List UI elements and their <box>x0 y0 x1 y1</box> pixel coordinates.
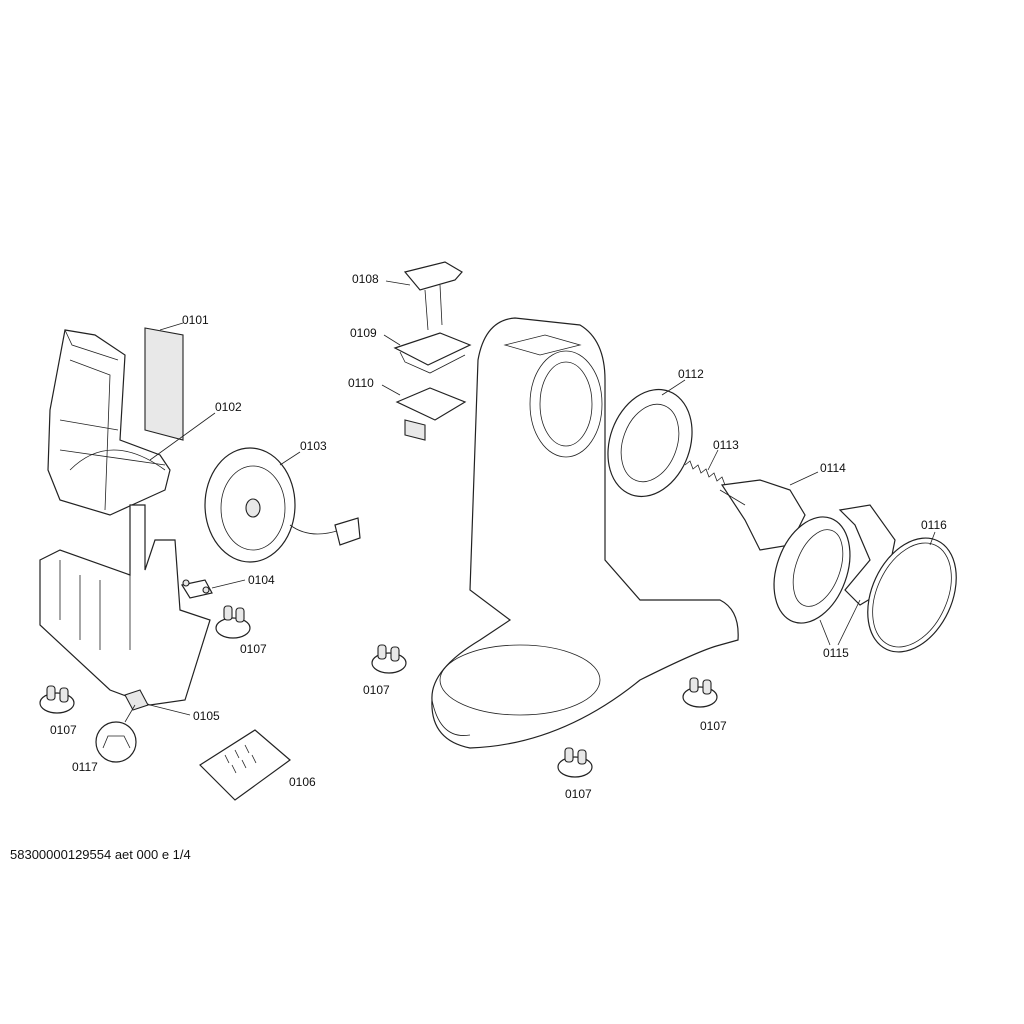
label-0116: 0116 <box>921 518 947 532</box>
part-0104-bracket <box>181 579 246 599</box>
part-0107-foot <box>371 644 407 674</box>
part-0110-switch <box>381 384 467 441</box>
part-main-stand <box>431 317 739 749</box>
part-0107-foot <box>39 685 75 714</box>
label-0105: 0105 <box>193 709 220 723</box>
drawing-reference-footer: 58300000129554 aet 000 e 1/4 <box>10 847 191 862</box>
part-0109-cover <box>383 332 472 374</box>
label-0101: 0101 <box>182 313 209 327</box>
label-0102: 0102 <box>215 400 242 414</box>
label-0104: 0104 <box>248 573 275 587</box>
label-0109: 0109 <box>350 326 377 340</box>
label-0107: 0107 <box>363 683 390 697</box>
label-0106: 0106 <box>289 775 316 789</box>
part-0112-ring <box>607 379 693 498</box>
label-0107: 0107 <box>240 642 267 656</box>
part-0106-screw-bag <box>199 729 291 801</box>
part-0107-foot <box>557 747 593 778</box>
label-0108: 0108 <box>352 272 379 286</box>
label-0103: 0103 <box>300 439 327 453</box>
label-0110: 0110 <box>348 376 374 390</box>
part-0107-foot <box>215 605 251 639</box>
label-0107: 0107 <box>565 787 592 801</box>
label-0117: 0117 <box>72 760 98 774</box>
part-0108-knob <box>385 261 463 331</box>
part-0113-spring <box>684 449 726 486</box>
part-0101-plate <box>144 322 184 441</box>
part-0103-cord-reel <box>204 447 361 563</box>
part-0107-foot <box>682 677 718 708</box>
part-0116-ring <box>867 531 957 653</box>
label-0112: 0112 <box>678 367 704 381</box>
label-0107: 0107 <box>50 723 77 737</box>
label-0107: 0107 <box>700 719 727 733</box>
part-0117-detail <box>95 704 137 763</box>
label-0115: 0115 <box>823 646 849 660</box>
label-0113: 0113 <box>713 438 739 452</box>
part-lower-housing <box>39 504 211 706</box>
label-0114: 0114 <box>820 461 846 475</box>
part-0102-frame <box>47 329 216 516</box>
part-0105-cable-clip <box>124 689 191 716</box>
